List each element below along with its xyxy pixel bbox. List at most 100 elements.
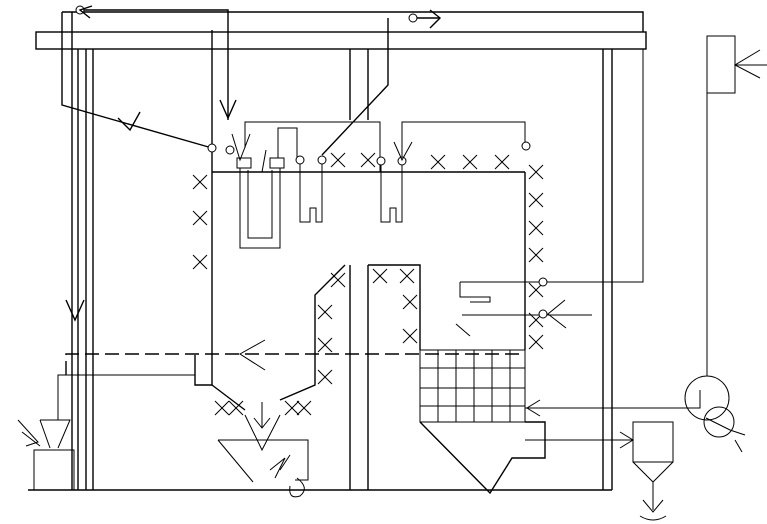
burner-x-mark <box>192 174 208 190</box>
feeder-box <box>33 449 75 491</box>
feed-tick <box>455 323 471 337</box>
burner-x-mark <box>330 152 346 168</box>
burner-stroke <box>528 334 544 350</box>
node-4 <box>317 155 327 165</box>
burner-stroke <box>192 254 208 270</box>
economizer-bank <box>419 349 546 495</box>
burner-stroke <box>192 210 208 226</box>
burner-x-mark <box>317 337 333 353</box>
flue-path <box>525 35 767 521</box>
burner-x-mark <box>317 369 333 385</box>
burner-x-mark <box>528 334 544 350</box>
cyclone-body <box>632 421 674 463</box>
feed-arrow <box>547 299 567 329</box>
ash-flow-arrow <box>253 417 271 429</box>
burner-x-mark <box>399 268 415 284</box>
burner-x-mark <box>317 304 333 320</box>
burner-x-mark <box>372 268 388 284</box>
drum-feed-arrow <box>219 99 237 120</box>
hopper-right-slope <box>279 264 346 401</box>
feeder-arrow <box>17 419 39 447</box>
burner-stroke <box>330 152 346 168</box>
burner-x-mark <box>430 154 446 170</box>
feeder-tick <box>21 431 41 447</box>
spray-node <box>538 277 548 287</box>
node-7 <box>521 141 531 151</box>
second-pass-top <box>368 264 421 350</box>
ash-hopper-slope <box>217 439 254 483</box>
economizer-box <box>419 349 526 423</box>
furnace-left-wall <box>194 148 213 386</box>
cyclone-cone <box>632 461 674 483</box>
feeder-duct <box>57 374 195 420</box>
roof-beam <box>35 31 647 50</box>
burner-x-mark <box>462 154 478 170</box>
node-2 <box>225 145 235 155</box>
superheater-coils <box>207 121 531 249</box>
burner-stroke <box>214 400 230 416</box>
node-1 <box>207 143 217 153</box>
coal-hopper <box>40 419 71 449</box>
node-5 <box>376 156 386 166</box>
burner-stroke <box>494 154 510 170</box>
platen-inner <box>247 170 273 239</box>
coil-arrow-a <box>231 133 251 162</box>
building-frame <box>28 31 647 491</box>
outlet-node <box>408 13 418 23</box>
burner-stroke <box>228 400 244 416</box>
flue-arrow <box>526 399 541 417</box>
burner-x-mark <box>528 247 544 263</box>
coil-arrow-b <box>393 141 413 162</box>
ash-tick <box>279 454 291 471</box>
ash-discharge-loop <box>289 477 305 498</box>
burner-x-mark <box>284 400 300 416</box>
wall-burners <box>192 152 544 416</box>
burner-x-mark <box>402 328 418 344</box>
cyclone-discharge <box>639 515 667 521</box>
burner-stroke <box>528 220 544 236</box>
burner-stroke <box>296 400 312 416</box>
fan-motor <box>703 406 735 438</box>
feed-node <box>538 309 548 319</box>
burner-stroke <box>528 192 544 208</box>
roof-steam-header <box>62 11 644 32</box>
burner-stroke <box>317 369 333 385</box>
burner-stroke <box>462 154 478 170</box>
burner-x-mark <box>528 220 544 236</box>
burner-x-mark <box>330 272 346 288</box>
coal-feed-arrow <box>239 339 266 371</box>
stack-arrow <box>733 49 761 79</box>
ash-return-arrow <box>269 457 286 479</box>
bottom-ash-system <box>217 402 309 498</box>
downcomer-drum-feed <box>80 9 229 120</box>
burner-x-mark <box>494 154 510 170</box>
burner-stroke <box>192 174 208 190</box>
burner-stroke <box>402 294 418 310</box>
stack <box>706 35 736 94</box>
ash-hopper-frame <box>218 439 309 481</box>
burner-x-mark <box>296 400 312 416</box>
burner-stroke <box>317 337 333 353</box>
header-arrow <box>78 5 93 19</box>
reheater-loop-b <box>380 160 403 223</box>
node-3 <box>295 155 305 165</box>
burner-stroke <box>330 272 346 288</box>
reheater-frame <box>401 121 526 172</box>
steam-outlet-arrow <box>429 9 442 29</box>
fuel-feed <box>17 339 525 491</box>
top-steam-loop <box>61 5 644 490</box>
downcomer-arrow <box>65 299 85 322</box>
burner-x-mark <box>214 400 230 416</box>
burner-x-mark <box>528 164 544 180</box>
superheater-frame <box>244 121 381 172</box>
reheater-loop-a <box>299 160 323 223</box>
ash-chute <box>244 414 281 452</box>
burner-x-mark <box>228 400 244 416</box>
return-arrow <box>117 111 141 132</box>
platen-header-right <box>269 157 285 169</box>
coal-hopper-side <box>39 419 51 449</box>
burner-x-mark <box>192 210 208 226</box>
platen-header-left <box>236 157 252 169</box>
